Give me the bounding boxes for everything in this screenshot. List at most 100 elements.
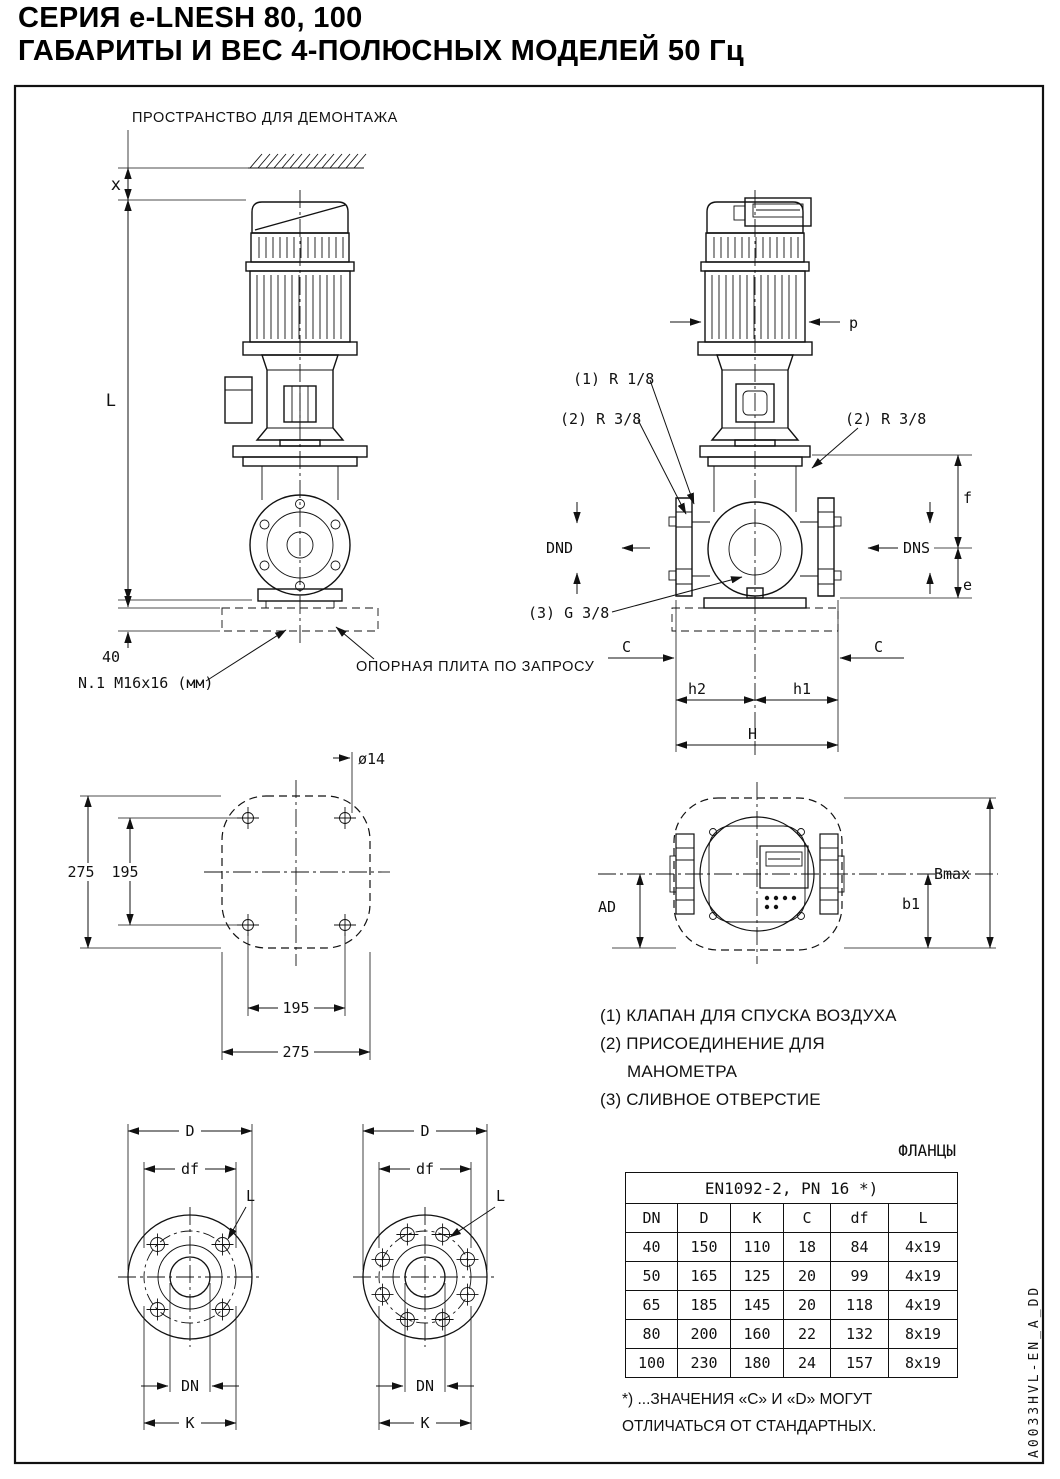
dim-label-ad: AD (598, 898, 616, 916)
dnd-label: DND (546, 539, 573, 557)
dns-label: DNS (903, 539, 930, 557)
drawing-frame (13, 84, 1045, 1465)
flange4-dim-L: L (246, 1187, 255, 1205)
table-row: 40 150 110 18 84 4x19 (625, 1232, 959, 1262)
side-view-dimensions: p (1) R 1/8 (2) R 3/8 (2) R 3/8 (3) G 3/… (528, 314, 972, 752)
front-view-dimensions: ПРОСТРАНСТВО ДЛЯ ДЕМОНТАЖА x L 40 N.1 M1… (78, 110, 594, 692)
dim-label-275-horizontal: 275 (282, 1043, 309, 1061)
cell: 160 (730, 1319, 784, 1349)
cell: 200 (677, 1319, 731, 1349)
cell: 180 (730, 1348, 784, 1378)
col-header-d: D (677, 1203, 731, 1233)
dim-label-275-vertical: 275 (67, 863, 94, 881)
col-header-c: C (783, 1203, 831, 1233)
note-drain: (3) СЛИВНОЕ ОТВЕРСТИЕ (600, 1090, 821, 1109)
cell: 80 (625, 1319, 678, 1349)
gauge-conn-ref-left-label: (2) R 3/8 (560, 410, 641, 428)
cell: 20 (783, 1261, 831, 1291)
cell: 99 (830, 1261, 889, 1291)
front-view-pump (221, 201, 379, 632)
col-header-dn: DN (625, 1203, 678, 1233)
dim-label-b1: b1 (902, 895, 920, 913)
dim-label-c-left: C (622, 638, 631, 656)
col-header-df: df (830, 1203, 889, 1233)
col-header-l: L (887, 1203, 959, 1233)
footnote-line-1: *) ...ЗНАЧЕНИЯ «C» И «D» МОГУТ (622, 1391, 873, 1408)
flange4-dim-DN: DN (181, 1377, 199, 1395)
note-gauge-connection: (2) ПРИСОЕДИНЕНИЕ ДЛЯ (600, 1034, 825, 1053)
flange8-dim-L: L (496, 1187, 505, 1205)
dim-label-h1: h1 (793, 680, 811, 698)
table-row: 80 200 160 22 132 8x19 (625, 1319, 959, 1349)
flange8-dim-K: K (420, 1414, 429, 1432)
side-view-pump (668, 197, 842, 632)
dismantling-space-label: ПРОСТРАНСТВО ДЛЯ ДЕМОНТАЖА (132, 110, 398, 126)
dim-label-h2: h2 (688, 680, 706, 698)
baseplate-dimensions: ø14 275 195 195 275 (63, 750, 385, 1061)
cell: 230 (677, 1348, 731, 1378)
flange4-dim-K: K (185, 1414, 194, 1432)
cell: 125 (730, 1261, 784, 1291)
cell: 118 (830, 1290, 889, 1320)
dim-label-195-vertical: 195 (111, 863, 138, 881)
cell: 8x19 (887, 1348, 959, 1378)
table-row-standard: EN1092-2, PN 16 *) (624, 1172, 959, 1204)
cell: 150 (677, 1232, 731, 1262)
cell: 132 (830, 1319, 889, 1349)
cell: 4x19 (887, 1232, 959, 1262)
dim-label-H: H (748, 725, 757, 743)
cell: 185 (677, 1290, 731, 1320)
note-gauge-connection-cont: МАНОМЕТРА (627, 1062, 738, 1081)
flange-table-caption: ФЛАНЦЫ (898, 1141, 956, 1160)
doc-code: A0033HVL-EN_A_DD (1027, 1285, 1042, 1458)
title-line-2: ГАБАРИТЫ И ВЕС 4-ПОЛЮСНЫХ МОДЕЛЕЙ 50 Гц (18, 35, 744, 67)
dim-label-L: L (106, 391, 116, 411)
flange4-dim-D: D (185, 1122, 194, 1140)
flange8-dim-D: D (420, 1122, 429, 1140)
title-line-1: СЕРИЯ e-LNESH 80, 100 (18, 2, 363, 34)
flange-8hole-dimensions: D df L DN K (362, 1121, 505, 1432)
table-row: 50 165 125 20 99 4x19 (625, 1261, 959, 1291)
dim-label-hole-dia: ø14 (358, 750, 385, 768)
note-air-valve: (1) КЛАПАН ДЛЯ СПУСКА ВОЗДУХА (600, 1006, 897, 1025)
cell: 110 (730, 1232, 784, 1262)
dim-label-bmax: Bmax (934, 865, 970, 883)
table-footnote: *) ...ЗНАЧЕНИЯ «C» И «D» МОГУТ ОТЛИЧАТЬС… (622, 1386, 876, 1440)
table-row: 100 230 180 24 157 8x19 (625, 1348, 959, 1378)
cell: 18 (783, 1232, 831, 1262)
cell: 40 (625, 1232, 678, 1262)
dim-label-40: 40 (102, 648, 120, 666)
flange-table: EN1092-2, PN 16 *) DN D K C df L 40 150 … (624, 1172, 959, 1378)
flange-4hole-dimensions: D df L DN K (127, 1121, 255, 1432)
cell: 8x19 (887, 1319, 959, 1349)
cell: 165 (677, 1261, 731, 1291)
flange-8hole-view (353, 1207, 497, 1347)
cell: 22 (783, 1319, 831, 1349)
col-header-k: K (730, 1203, 784, 1233)
baseplate-view (204, 780, 390, 966)
dim-label-p: p (849, 314, 858, 332)
flange8-dim-df: df (416, 1160, 434, 1178)
cell: 50 (625, 1261, 678, 1291)
anchor-holes-label: N.1 M16x16 (мм) (78, 674, 213, 692)
dim-label-c-right: C (874, 638, 883, 656)
dim-label-x: x (111, 175, 121, 195)
legend-notes: (1) КЛАПАН ДЛЯ СПУСКА ВОЗДУХА (2) ПРИСОЕ… (600, 1002, 897, 1114)
drain-ref-label: (3) G 3/8 (528, 604, 609, 622)
flange-4hole-view (118, 1207, 262, 1347)
cell: 20 (783, 1290, 831, 1320)
cell: 157 (830, 1348, 889, 1378)
cell: 4x19 (887, 1261, 959, 1291)
cell: 4x19 (887, 1290, 959, 1320)
flange-standard: EN1092-2, PN 16 *) (624, 1172, 959, 1204)
top-view-dimensions: AD b1 Bmax (598, 797, 996, 949)
footnote-line-2: ОТЛИЧАТЬСЯ ОТ СТАНДАРТНЫХ. (622, 1418, 877, 1435)
cell: 145 (730, 1290, 784, 1320)
dim-label-195-horizontal: 195 (282, 999, 309, 1017)
flange4-dim-df: df (181, 1160, 199, 1178)
cell: 84 (830, 1232, 889, 1262)
gauge-conn-ref-right-label: (2) R 3/8 (845, 410, 926, 428)
page-title: СЕРИЯ e-LNESH 80, 100 ГАБАРИТЫ И ВЕС 4-П… (18, 2, 744, 68)
